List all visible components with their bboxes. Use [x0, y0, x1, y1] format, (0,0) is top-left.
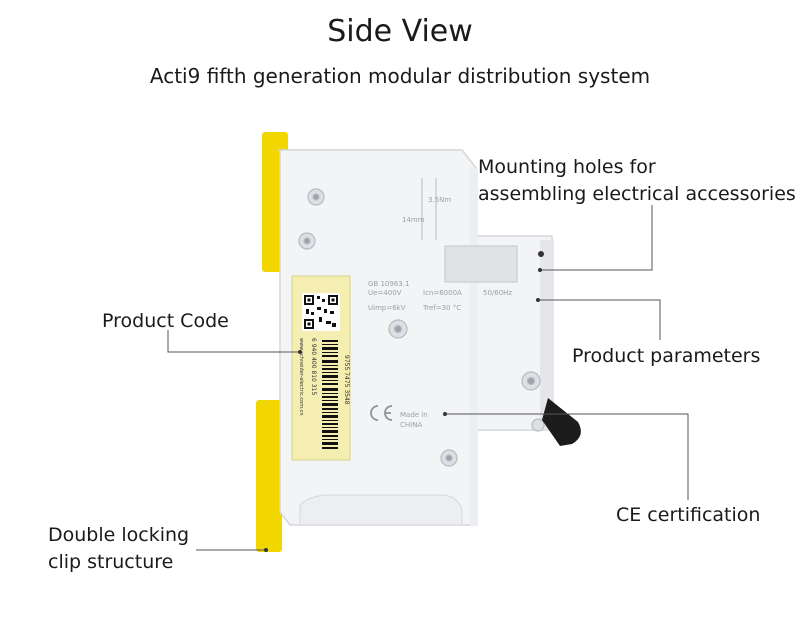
page-title: Side View — [327, 14, 473, 49]
locking-clip-callout: Double locking clip structure — [48, 522, 189, 576]
product-parameters-leader — [538, 299, 661, 340]
barcode — [322, 340, 338, 449]
device-markings: 3.5Nm 14mm GB 10963.1 Ue=400V Icn=6000A … — [298, 196, 512, 429]
tref-marking: Tref=30 °C — [422, 304, 461, 312]
mounting-holes-line2: assembling electrical accessories — [478, 183, 796, 205]
made-in-line1: Made in — [400, 411, 428, 419]
leader-dots — [264, 268, 542, 552]
mounting-holes-callout: Mounting holes for assembling electrical… — [478, 154, 796, 208]
icn-marking: Icn=6000A — [423, 289, 462, 297]
locking-clip-line1: Double locking — [48, 524, 190, 546]
uimp-marking: Uimp=6kV — [368, 304, 406, 312]
standard-marking: GB 10963.1 — [368, 280, 409, 288]
made-in-line2: CHINA — [400, 421, 422, 429]
product-parameters-callout: Product parameters — [572, 345, 761, 367]
frequency-marking: 50/60Hz — [483, 289, 512, 297]
ce-mark — [370, 405, 393, 421]
mounting-holes-leader — [540, 205, 653, 271]
toggle-lever — [542, 398, 581, 446]
ce-leader — [445, 413, 689, 500]
ce-certification-callout: CE certification — [616, 504, 761, 526]
breaker-body — [256, 132, 581, 552]
strip-length-marking: 14mm — [402, 216, 425, 224]
ue-marking: Ue=400V — [368, 289, 402, 297]
product-code-callout: Product Code — [102, 310, 229, 332]
torque-marking: 3.5Nm — [428, 196, 451, 204]
label-code-1: 6 940 400 810 315 — [310, 338, 317, 395]
label-code-2: 9755 7475 3548 — [343, 355, 350, 405]
label-url: www.schneider-electric.com.cn — [298, 338, 304, 416]
page-subtitle: Acti9 fifth generation modular distribut… — [149, 64, 651, 88]
leader-lines — [167, 205, 689, 551]
locking-clip-line2: clip structure — [48, 551, 174, 573]
qr-code — [302, 293, 340, 331]
product-code-leader — [167, 330, 300, 353]
mounting-holes-line1: Mounting holes for — [478, 156, 656, 178]
bottom-locking-clip — [256, 400, 282, 552]
